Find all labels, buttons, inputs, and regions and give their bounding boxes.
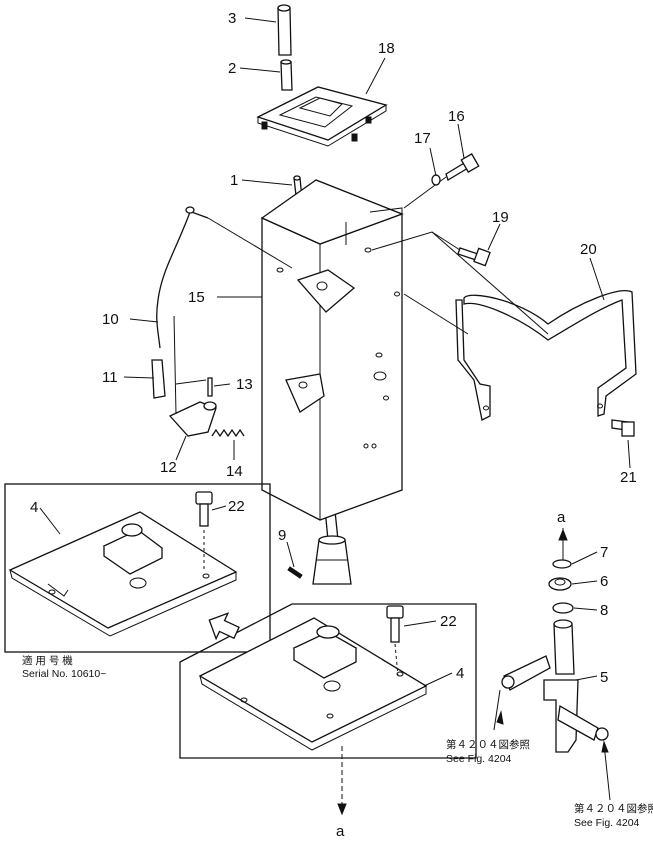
bolt-21-part xyxy=(611,419,635,437)
bushing-6-part xyxy=(548,577,572,591)
lock-lever-part xyxy=(168,315,217,437)
callout-6: 6 xyxy=(600,573,608,590)
flow-arrow-down-icon xyxy=(337,746,347,816)
guide-bracket-part xyxy=(285,269,356,413)
ref-left-jp: 第４２０４図参照 xyxy=(446,738,530,751)
callout-16: 16 xyxy=(448,108,465,125)
inset-note-jp: 適 用 号 機 xyxy=(22,654,73,667)
callout-17: 17 xyxy=(414,130,431,147)
callout-1: 1 xyxy=(230,172,238,189)
ref-right-jp: 第４２０４図参照 xyxy=(574,802,653,815)
inset-bolt-part xyxy=(195,491,213,570)
callout-2: 2 xyxy=(228,60,236,77)
callout-11: 11 xyxy=(102,369,118,386)
rod-end-part xyxy=(151,359,166,399)
sleeve-part xyxy=(280,59,293,91)
plate-callout-4: 4 xyxy=(456,665,464,682)
inset-plate-part xyxy=(8,511,238,637)
inset-callout-22: 22 xyxy=(228,498,245,515)
main-plate-part xyxy=(198,617,428,751)
callout-5: 5 xyxy=(600,669,608,686)
lever-housing-part xyxy=(260,179,404,521)
callout-20: 20 xyxy=(580,241,597,258)
ref-left-en: See Fig. 4204 xyxy=(446,753,512,765)
bolt-16-part xyxy=(403,153,480,209)
bolt-19-part xyxy=(371,231,491,267)
grab-handle-part xyxy=(403,231,637,421)
ref-right-en: See Fig. 4204 xyxy=(574,817,640,829)
inset-callout-4: 4 xyxy=(30,499,38,516)
callout-3: 3 xyxy=(228,10,236,27)
leader-lines xyxy=(39,17,631,687)
ref-arrow-left-icon xyxy=(493,689,504,731)
pin-small-part xyxy=(207,377,213,397)
main-plate-bolt-part xyxy=(386,605,404,677)
callout-7: 7 xyxy=(600,544,608,561)
callout-9: 9 xyxy=(278,527,286,544)
cover-plate-part xyxy=(256,86,388,147)
flow-arrow-up-icon xyxy=(558,528,568,560)
callout-12: 12 xyxy=(160,459,177,476)
callout-15: 15 xyxy=(188,289,205,306)
callout-19: 19 xyxy=(492,209,509,226)
spring-part xyxy=(211,428,245,438)
pin-part xyxy=(287,566,303,579)
callout-10: 10 xyxy=(102,311,119,328)
arrow-label-a-bottom: a xyxy=(336,823,345,840)
knob-part xyxy=(277,4,292,56)
lever-base-part xyxy=(312,535,352,585)
callout-13: 13 xyxy=(236,376,253,393)
rod-part xyxy=(156,206,293,349)
ring-7-part xyxy=(552,559,572,569)
ring-8-part xyxy=(552,602,574,614)
arrow-label-a-top: a xyxy=(557,509,566,526)
callout-14: 14 xyxy=(226,463,243,480)
plate-callout-22: 22 xyxy=(440,613,457,630)
inset-frame xyxy=(4,483,271,653)
washer-17-part xyxy=(431,174,441,186)
callout-21: 21 xyxy=(620,469,637,486)
inset-note-serial: Serial No. 10610~ xyxy=(22,668,106,680)
ref-arrow-right-icon xyxy=(601,740,611,801)
main-plate-frame xyxy=(179,603,477,759)
callout-8: 8 xyxy=(600,602,608,619)
lever-bracket-part xyxy=(501,619,609,753)
callout-18: 18 xyxy=(378,40,395,57)
direction-arrow-icon xyxy=(208,612,240,641)
